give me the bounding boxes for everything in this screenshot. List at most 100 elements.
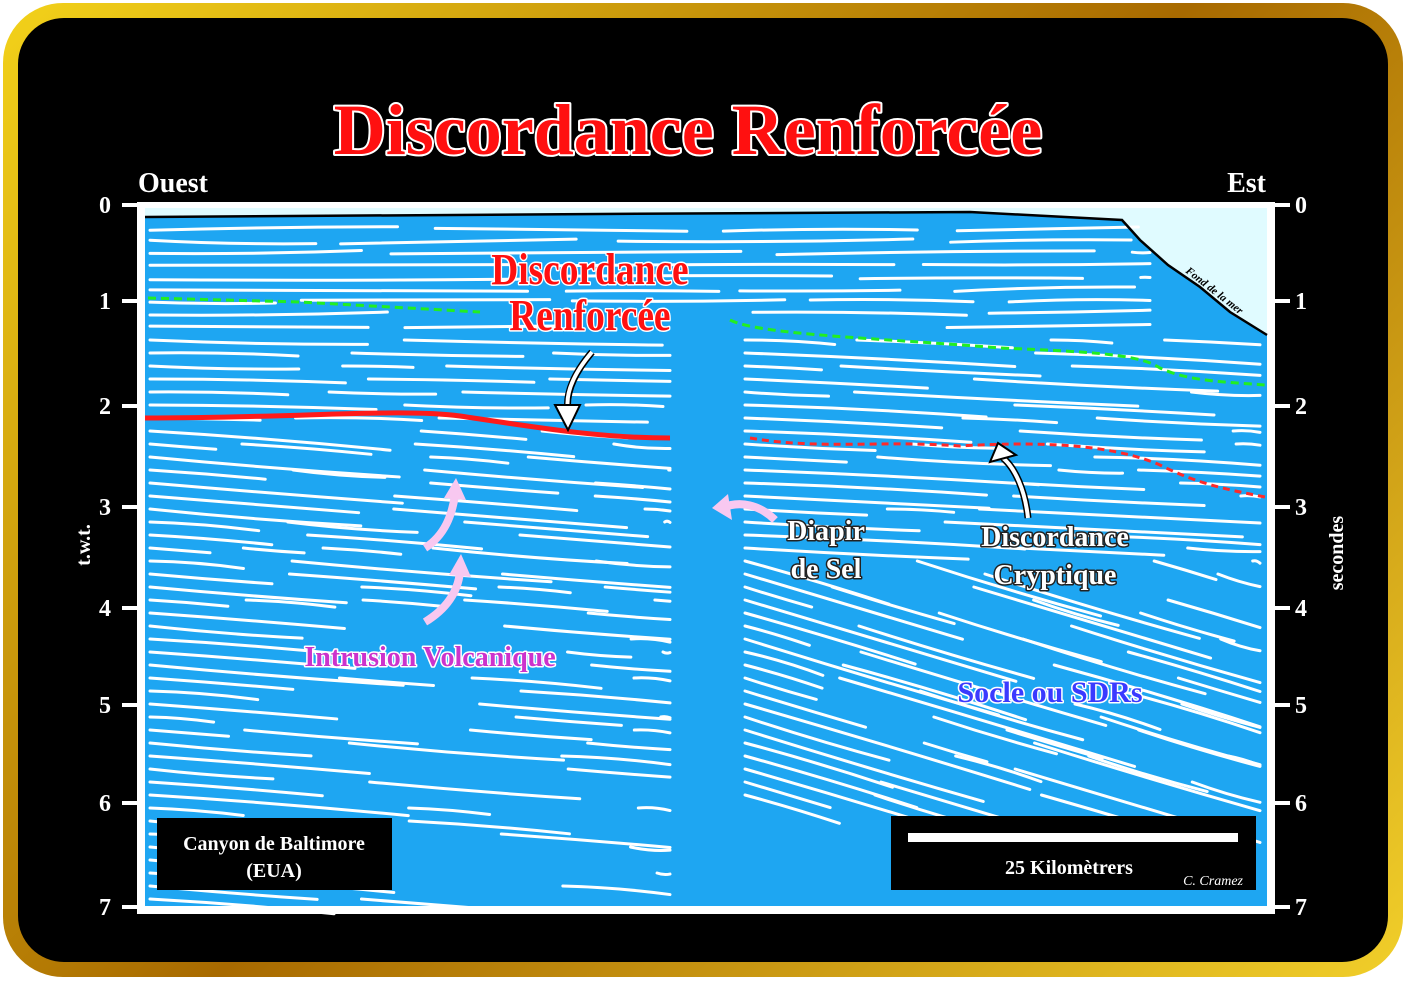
reflector: [1239, 494, 1262, 499]
reflector: [743, 585, 814, 609]
reflector: [1032, 598, 1120, 627]
reflector: [413, 442, 576, 459]
reflector: [743, 689, 868, 729]
reflector: [1176, 676, 1262, 704]
reflector: [841, 663, 1028, 722]
reflector: [743, 728, 985, 803]
reflector: [286, 520, 419, 534]
cryptic-arrow-head: [988, 441, 1019, 464]
reflector: [1186, 546, 1262, 554]
reflector: [148, 455, 401, 479]
reflector: [392, 507, 629, 530]
west-label: Ouest: [138, 168, 209, 199]
reflector: [1057, 468, 1125, 475]
reflector: [518, 533, 672, 549]
tick-label-right: 4: [1295, 596, 1307, 622]
reflector: [478, 702, 672, 721]
reflector: [775, 249, 1096, 257]
reflectors: [148, 225, 1262, 916]
reflector: [632, 728, 672, 735]
reflector: [407, 819, 571, 836]
tick-label-left: 0: [99, 193, 111, 219]
reflector: [419, 429, 528, 441]
reflector: [1087, 754, 1209, 794]
reflector: [655, 871, 672, 876]
reflector: [629, 845, 672, 852]
reflector: [949, 238, 1133, 244]
reflector: [148, 507, 363, 528]
reflector: [148, 300, 277, 306]
reflector: [594, 559, 672, 569]
reflector: [429, 455, 510, 465]
reflector: [1251, 559, 1262, 565]
reflector: [1012, 494, 1206, 508]
reflector: [433, 226, 689, 233]
reflector: [1018, 429, 1203, 442]
reflector: [932, 715, 1059, 756]
reflector: [393, 494, 579, 513]
location-line2: (EUA): [246, 860, 302, 882]
tick-label-left: 2: [99, 394, 111, 420]
reflector: [612, 442, 672, 451]
reflector: [560, 754, 672, 767]
reflector: [857, 624, 1036, 680]
reflector: [148, 611, 346, 631]
diapir-label-line1: Diapir: [787, 516, 865, 547]
cryptic-unconformity: [749, 436, 1266, 499]
reflector: [148, 689, 260, 702]
reflector: [241, 546, 306, 555]
volcanic-arrow-1-head: [444, 478, 466, 500]
reflector: [148, 288, 530, 293]
reflector: [743, 390, 831, 398]
volcanic-arrow-1: [422, 494, 459, 552]
tick-label-left: 4: [99, 596, 111, 622]
reflector: [661, 650, 672, 655]
reflector: [148, 277, 524, 282]
reflector: [240, 442, 373, 456]
reflector: [830, 585, 956, 626]
reflector: [148, 806, 245, 817]
reflector: [148, 442, 218, 451]
reflector: [743, 429, 973, 444]
reflector: [148, 598, 230, 608]
reflector: [1034, 351, 1262, 366]
reflector: [1137, 468, 1262, 478]
reflector: [1066, 533, 1262, 547]
reflector: [470, 676, 603, 690]
reflector: [148, 338, 369, 346]
reflector: [918, 689, 1085, 742]
reflector: [1234, 442, 1262, 447]
reflector: [1126, 650, 1262, 694]
tick-label-right: 7: [1295, 895, 1307, 921]
page-title: Discordance Renforcée: [334, 90, 1042, 170]
reflector: [552, 351, 672, 357]
reflector: [148, 429, 392, 452]
tick-label-right: 5: [1295, 693, 1307, 719]
reflector: [565, 274, 834, 278]
reflector: [743, 533, 1027, 551]
reflector: [629, 637, 672, 644]
reflector: [468, 728, 593, 742]
reflector: [1179, 481, 1262, 489]
reflector: [987, 308, 1152, 315]
reflector: [876, 455, 1052, 468]
reflector: [853, 390, 1140, 408]
reflector: [1130, 250, 1152, 255]
reflector: [350, 351, 525, 358]
reflector: [1012, 481, 1146, 491]
diapir-arrow-head: [712, 494, 732, 520]
reflector: [937, 611, 1103, 664]
right-axis-label: secondes: [1326, 516, 1348, 591]
reflector: [922, 741, 989, 764]
reflector: [148, 728, 231, 738]
reflector: [885, 507, 956, 514]
reflector: [584, 403, 665, 409]
reflector: [1166, 598, 1262, 630]
reflector: [290, 559, 553, 584]
reflector: [244, 598, 337, 609]
tick-label-right: 0: [1295, 193, 1307, 219]
reflector: [148, 238, 318, 246]
volcanic-label: Intrusion Volcanique: [304, 642, 555, 673]
reflector: [1052, 663, 1262, 729]
